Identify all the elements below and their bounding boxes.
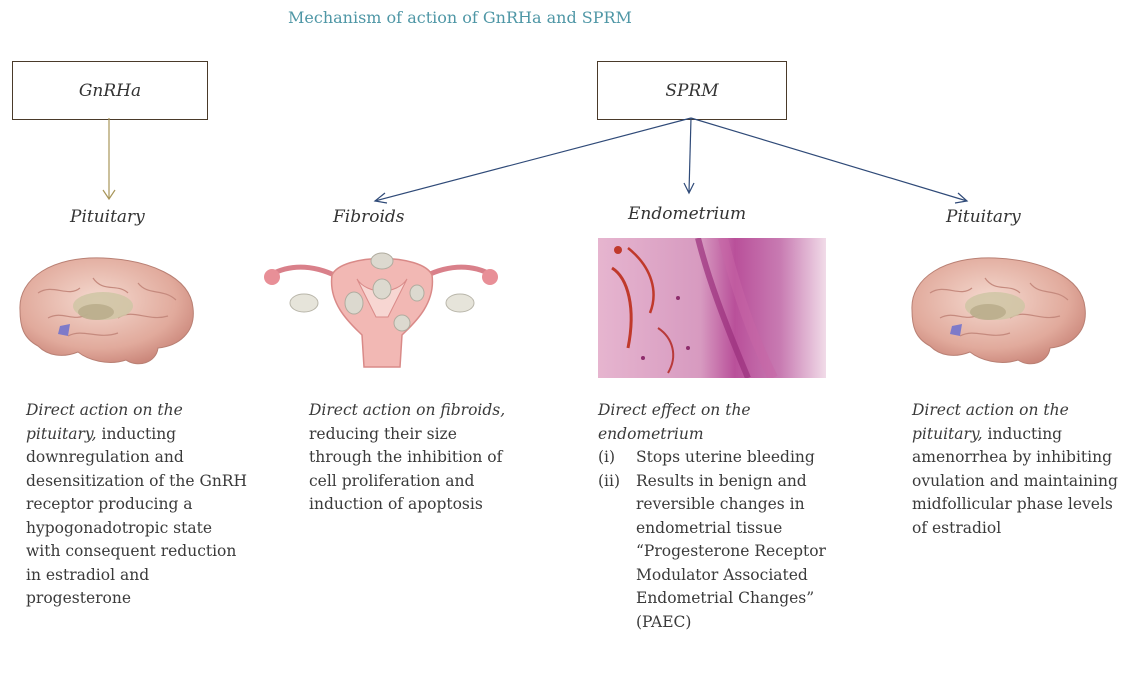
- list-item: (i) Stops uterine bleeding: [598, 446, 833, 470]
- description-endometrium: Direct effect on the endometrium (i) Sto…: [598, 399, 833, 634]
- target-fibroids: Fibroids: [333, 207, 405, 227]
- description-lead: Direct action on fibroids,: [309, 401, 505, 419]
- sprm-to-endometrium-arrow: [684, 118, 694, 193]
- brain-image-sprm: [900, 248, 1100, 373]
- target-pituitary-gnrha: Pituitary: [70, 207, 145, 227]
- target-pituitary-sprm: Pituitary: [946, 207, 1021, 227]
- sprm-to-pituitary-arrow: [691, 118, 967, 203]
- list-item-text: Stops uterine bleeding: [636, 448, 815, 466]
- description-sprm-pituitary: Direct action on the pituitary, inductin…: [912, 399, 1132, 540]
- description-lead: Direct effect on the endometrium: [598, 401, 751, 443]
- list-item-text: Results in benign and reversible changes…: [636, 472, 826, 631]
- uterus-image: [262, 245, 500, 370]
- gnrha-arrow: [103, 118, 115, 199]
- brain-image-gnrha: [8, 248, 208, 373]
- description-text: inducting downregulation and desensitiza…: [26, 425, 247, 608]
- list-item: (ii) Results in benign and reversible ch…: [598, 470, 833, 635]
- list-item-number: (i): [598, 446, 615, 470]
- target-endometrium: Endometrium: [628, 204, 746, 224]
- sprm-to-fibroids-arrow: [375, 118, 691, 203]
- list-item-number: (ii): [598, 470, 620, 494]
- endometrium-histology-image: [598, 238, 826, 378]
- description-text: reducing their size through the inhibiti…: [309, 425, 502, 514]
- description-fibroids: Direct action on fibroids, reducing thei…: [309, 399, 524, 517]
- description-gnrha-pituitary: Direct action on the pituitary, inductin…: [26, 399, 251, 611]
